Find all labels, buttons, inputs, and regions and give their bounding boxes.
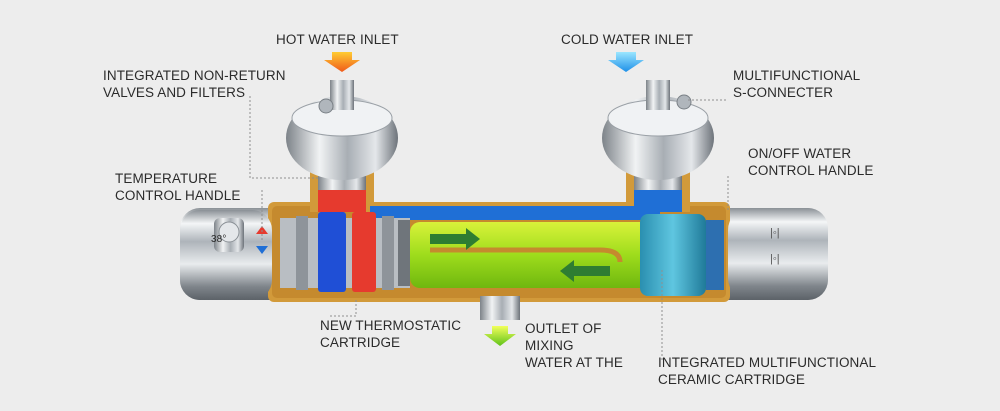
label-outlet-line3: WATER AT THE — [525, 355, 623, 370]
onoff-control-handle: |◦| |◦| — [728, 208, 828, 300]
flow-arrow-left-icon — [560, 260, 574, 282]
label-onoff-handle-line1: ON/OFF WATER — [748, 146, 852, 161]
temperature-mark: 38° — [211, 234, 227, 245]
label-s-connecter-line1: MULTIFUNCTIONAL — [733, 68, 861, 83]
cold-inlet-connector — [602, 80, 714, 212]
ceramic-cartridge — [640, 214, 724, 296]
label-outlet-line1: OUTLET OF — [525, 321, 602, 336]
label-cold-water-inlet: COLD WATER INLET — [561, 32, 694, 47]
mixed-water-chamber — [410, 222, 660, 288]
hot-inlet-arrow-icon — [324, 52, 360, 72]
label-temp-handle-line1: TEMPERATURE — [115, 171, 218, 186]
cold-water-channel — [370, 206, 660, 220]
temperature-control-handle — [180, 210, 272, 300]
label-outlet-line2: MIXING — [525, 338, 574, 353]
thermostatic-cartridge — [280, 212, 410, 292]
outlet-spout — [480, 296, 520, 320]
label-ceramic-line1: INTEGRATED MULTIFUNCTIONAL — [658, 355, 877, 370]
leader-lines — [249, 96, 729, 360]
onoff-symbol-icon: |◦| — [770, 227, 780, 239]
label-thermo-cartridge-line2: CARTRIDGE — [320, 335, 401, 350]
label-hot-water-inlet: HOT WATER INLET — [276, 32, 399, 47]
label-thermo-cartridge-line1: NEW THERMOSTATIC — [320, 318, 462, 333]
label-onoff-handle-line2: CONTROL HANDLE — [748, 163, 874, 178]
label-s-connecter-line2: S-CONNECTER — [733, 85, 834, 100]
onoff-symbol-icon-2: |◦| — [770, 253, 780, 265]
flow-arrow-right-icon — [466, 228, 480, 250]
cold-inlet-arrow-icon — [608, 52, 644, 72]
label-nonreturn-line2: VALVES AND FILTERS — [103, 85, 246, 100]
label-ceramic-line2: CERAMIC CARTRIDGE — [658, 372, 805, 387]
outlet-arrow-icon — [484, 326, 516, 346]
label-nonreturn-line1: INTEGRATED NON-RETURN — [103, 68, 286, 83]
hot-inlet-connector — [286, 80, 398, 212]
cold-marker-icon — [256, 246, 268, 254]
label-temp-handle-line2: CONTROL HANDLE — [115, 188, 241, 203]
